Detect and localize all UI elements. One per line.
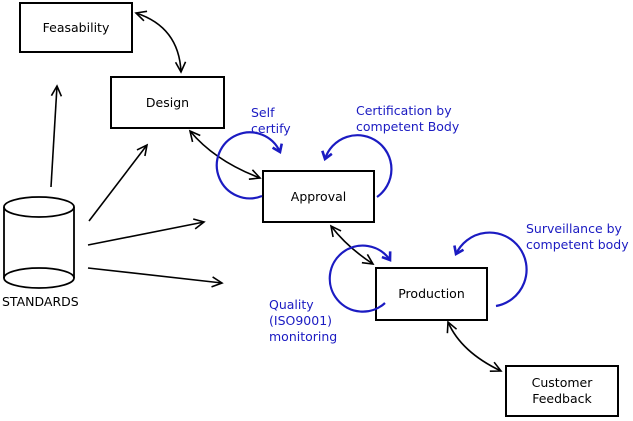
node-design: Design [110, 76, 225, 129]
node-approval: Approval [262, 170, 375, 223]
node-feasability-label: Feasability [42, 19, 110, 35]
arrow-approval-production [329, 224, 375, 265]
node-approval-label: Approval [290, 188, 347, 204]
cylinder-bottom-ellipse [3, 267, 75, 289]
node-feasability: Feasability [19, 2, 133, 53]
arrow-standards-to-feasability [50, 84, 63, 188]
standards-cylinder-shape [3, 196, 75, 289]
node-customer-feedback: Customer Feedback [505, 365, 619, 417]
node-design-label: Design [145, 94, 190, 110]
arrow-design-approval [188, 129, 262, 180]
annotation-certification: Certification by competent Body [356, 103, 460, 134]
annotation-surveillance: Surveillance by competent body [526, 221, 629, 252]
arrow-standards-to-design [88, 143, 149, 222]
arrow-feasability-design [134, 10, 187, 74]
annotation-quality-monitoring: Quality (ISO9001) monitoring [269, 297, 338, 344]
arrow-standards-to-production [87, 267, 224, 288]
standards-label: STANDARDS [2, 294, 79, 309]
arrow-production-customer-feedback [446, 320, 503, 373]
node-production-label: Production [398, 286, 465, 301]
cylinder-top-ellipse [3, 196, 75, 218]
node-customer-feedback-label: Customer Feedback [531, 375, 593, 406]
arrow-standards-to-approval [87, 218, 206, 246]
annotation-self-certify: Self certify [251, 105, 291, 136]
node-production: Production [375, 267, 488, 321]
